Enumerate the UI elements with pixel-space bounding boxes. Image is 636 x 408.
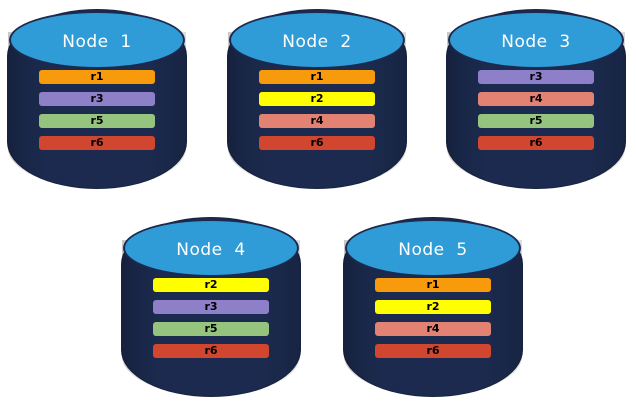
replica-bar[interactable]: r4 <box>259 114 375 128</box>
replica-bar[interactable]: r5 <box>153 322 269 336</box>
replica-bar[interactable]: r4 <box>375 322 491 336</box>
replica-bar[interactable]: r5 <box>39 114 155 128</box>
node-title: Node 5 <box>398 240 468 260</box>
node-top-disc <box>123 219 299 277</box>
node-top-disc <box>448 11 624 69</box>
storage-node-cylinder[interactable]: Node 1 r1 r3 r5 r6 <box>8 10 186 188</box>
storage-node-cylinder[interactable]: Node 4 r2 r3 r5 r6 <box>122 218 300 396</box>
node-top-disc <box>9 11 185 69</box>
replica-list: r3 r4 r5 r6 <box>478 70 594 150</box>
replica-bar[interactable]: r6 <box>478 136 594 150</box>
replica-bar[interactable]: r6 <box>153 344 269 358</box>
node-top-disc <box>345 219 521 277</box>
replica-bar[interactable]: r3 <box>153 300 269 314</box>
replica-bar[interactable]: r5 <box>478 114 594 128</box>
replica-bar[interactable]: r2 <box>153 278 269 292</box>
node-title: Node 1 <box>62 32 132 52</box>
replica-list: r1 r3 r5 r6 <box>39 70 155 150</box>
node-top-disc <box>229 11 405 69</box>
replica-bar[interactable]: r2 <box>375 300 491 314</box>
replica-list: r2 r3 r5 r6 <box>153 278 269 358</box>
replica-bar[interactable]: r1 <box>39 70 155 84</box>
storage-node-cylinder[interactable]: Node 3 r3 r4 r5 r6 <box>447 10 625 188</box>
storage-node-cylinder[interactable]: Node 5 r1 r2 r4 r6 <box>344 218 522 396</box>
replica-bar[interactable]: r2 <box>259 92 375 106</box>
replica-bar[interactable]: r1 <box>375 278 491 292</box>
replica-bar[interactable]: r3 <box>39 92 155 106</box>
storage-node-cylinder[interactable]: Node 2 r1 r2 r4 r6 <box>228 10 406 188</box>
node-title: Node 3 <box>501 32 571 52</box>
replica-bar[interactable]: r1 <box>259 70 375 84</box>
node-title: Node 2 <box>282 32 352 52</box>
replica-bar[interactable]: r6 <box>375 344 491 358</box>
replica-bar[interactable]: r3 <box>478 70 594 84</box>
replica-bar[interactable]: r4 <box>478 92 594 106</box>
node-title: Node 4 <box>176 240 246 260</box>
replica-bar[interactable]: r6 <box>259 136 375 150</box>
replica-bar[interactable]: r6 <box>39 136 155 150</box>
replica-list: r1 r2 r4 r6 <box>259 70 375 150</box>
replica-list: r1 r2 r4 r6 <box>375 278 491 358</box>
